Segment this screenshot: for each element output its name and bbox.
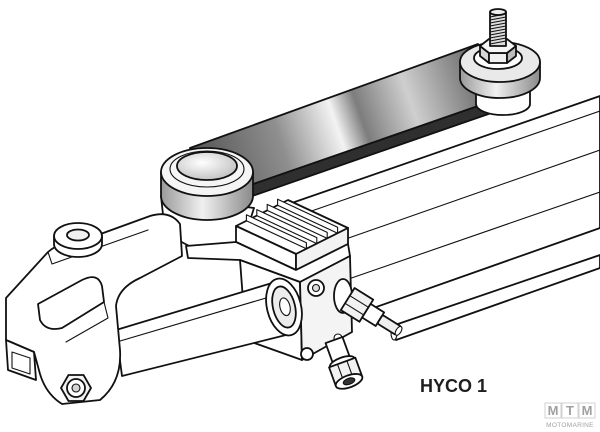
model-caption: HYCO 1	[420, 376, 487, 396]
elbow-bore	[342, 377, 356, 386]
hex-nut	[479, 38, 517, 64]
watermark-letter-1: M	[548, 403, 559, 418]
seal-ring-hub	[279, 297, 291, 317]
side-hose-fitting	[339, 287, 403, 336]
bracket-clamp-face	[11, 351, 31, 375]
watermark-box-2	[561, 402, 579, 419]
lug-hole	[66, 228, 90, 242]
watermark-box-1	[544, 402, 562, 419]
watermark-box-3	[578, 402, 596, 419]
threaded-stud	[489, 8, 507, 47]
support-shaft	[115, 279, 291, 377]
left-pivot-ring	[169, 150, 245, 188]
bracket-slot-depth	[65, 301, 109, 343]
left-pivot-cap	[176, 151, 238, 181]
bracket-nut-bolt	[71, 383, 81, 393]
shaft-seal-ring	[265, 277, 303, 337]
bracket-clamp	[5, 339, 37, 381]
elbow-hose-fitting	[324, 336, 364, 390]
bracket-lug	[53, 222, 103, 258]
cylinder-seam-line	[319, 149, 600, 249]
hex-nut-face-front	[488, 52, 508, 64]
side-fitting-hex-faces	[344, 295, 370, 316]
cylinder-edge-line	[299, 110, 600, 216]
lower-port	[300, 347, 314, 361]
stud-tip	[489, 8, 507, 16]
watermark-letter-2: T	[566, 403, 574, 418]
cylinder-lower-line	[339, 191, 600, 283]
mounting-bracket	[5, 213, 183, 405]
support-shaft-body	[115, 279, 291, 377]
watermark-logo: M T M MOTOMARINE	[544, 402, 596, 429]
bracket-edge-line	[47, 229, 149, 265]
bracket-nut	[60, 374, 92, 402]
ribbed-block	[235, 198, 349, 271]
left-pivot-boss	[160, 147, 254, 221]
support-shaft-highlight	[119, 292, 284, 342]
watermark-letter-3: M	[582, 403, 593, 418]
side-fitting-tip	[394, 325, 403, 336]
bleed-port-center	[311, 283, 321, 293]
cylinder-body	[285, 95, 600, 319]
watermark-tagline: MOTOMARINE	[546, 422, 594, 429]
cooling-ribs	[245, 198, 339, 250]
side-fitting-hex	[339, 287, 375, 323]
